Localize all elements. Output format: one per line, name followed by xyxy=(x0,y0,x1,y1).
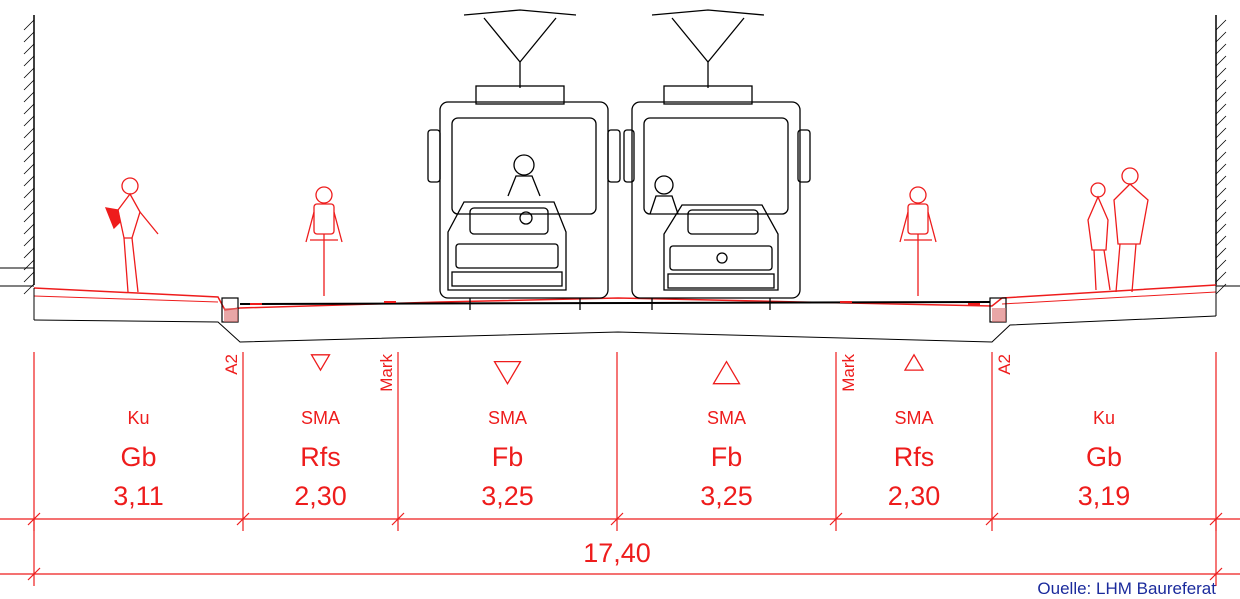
wall-hatch-left xyxy=(23,211,35,223)
building-wall-icon xyxy=(1215,15,1227,295)
arrow-up-icon xyxy=(712,360,741,385)
wall-hatch-left xyxy=(23,139,35,151)
wall-hatch-left xyxy=(23,127,35,139)
total-width: 17,40 xyxy=(583,538,651,568)
segment-lane: Rfs xyxy=(300,442,341,472)
wall-hatch-left xyxy=(23,31,35,43)
wall-hatch-left xyxy=(23,91,35,103)
wall-hatch-right xyxy=(1215,55,1227,67)
wall-hatch-right xyxy=(1215,211,1227,223)
segment-lane: Gb xyxy=(120,442,156,472)
wall-hatch-left xyxy=(23,19,35,31)
wall-hatch-left xyxy=(23,163,35,175)
segment-surface: SMA xyxy=(301,408,340,428)
cyclist-icon xyxy=(305,186,343,296)
wall-hatch-right xyxy=(1215,259,1227,271)
segment-surface: Ku xyxy=(127,408,149,428)
wall-hatch-left xyxy=(23,247,35,259)
segment-width: 3,25 xyxy=(481,481,534,511)
wall-hatch-right xyxy=(1215,199,1227,211)
cyclist-icon xyxy=(899,186,937,296)
segment-mark: A2 xyxy=(995,354,1014,375)
tram-icon xyxy=(427,9,621,310)
segment-width: 2,30 xyxy=(294,481,347,511)
wall-hatch-left xyxy=(23,43,35,55)
building-wall-icon xyxy=(23,15,35,295)
segment-width: 3,11 xyxy=(113,481,164,511)
wall-hatch-right xyxy=(1215,187,1227,199)
wall-hatch-right xyxy=(1215,19,1227,31)
wall-hatch-right xyxy=(1215,247,1227,259)
wall-hatch-right xyxy=(1215,103,1227,115)
wall-hatch-right xyxy=(1215,67,1227,79)
road-profile xyxy=(33,284,1217,343)
wall-hatch-left xyxy=(23,271,35,283)
wall-hatch-left xyxy=(23,235,35,247)
wall-hatch-left xyxy=(23,151,35,163)
wall-hatch-left xyxy=(23,175,35,187)
pedestrian-icon xyxy=(104,177,159,293)
wall-hatch-right xyxy=(1215,79,1227,91)
wall-hatch-right xyxy=(1215,127,1227,139)
wall-hatch-right xyxy=(1215,163,1227,175)
arrow-down-icon xyxy=(493,360,522,385)
segment-lane: Fb xyxy=(711,442,743,472)
segment-surface: Ku xyxy=(1093,408,1115,428)
wall-hatch-left xyxy=(23,187,35,199)
segment-lane: Gb xyxy=(1086,442,1122,472)
wall-hatch-left xyxy=(23,79,35,91)
segment-mark: Mark xyxy=(377,354,396,392)
wall-hatch-left xyxy=(23,199,35,211)
segment-lane: Rfs xyxy=(894,442,935,472)
wall-hatch-right xyxy=(1215,235,1227,247)
wall-hatch-left xyxy=(23,67,35,79)
wall-hatch-right xyxy=(1215,151,1227,163)
segment-mark: A2 xyxy=(222,354,241,375)
segment-width: 2,30 xyxy=(888,481,941,511)
segment-surface: SMA xyxy=(488,408,527,428)
wall-hatch-right xyxy=(1215,139,1227,151)
wall-hatch-right xyxy=(1215,31,1227,43)
wall-hatch-right xyxy=(1215,43,1227,55)
wall-hatch-left xyxy=(23,55,35,67)
dimension-tick xyxy=(27,567,41,581)
segment-width: 3,19 xyxy=(1078,481,1131,511)
wall-hatch-right xyxy=(1215,271,1227,283)
wall-hatch-left xyxy=(23,223,35,235)
segment-width: 3,25 xyxy=(700,481,753,511)
wall-hatch-right xyxy=(1215,115,1227,127)
segment-surface: SMA xyxy=(707,408,746,428)
segment-surface: SMA xyxy=(894,408,933,428)
car-icon xyxy=(447,201,567,291)
arrow-down-icon xyxy=(310,354,331,372)
wall-hatch-right xyxy=(1215,223,1227,235)
wall-hatch-left xyxy=(23,115,35,127)
wall-hatch-right xyxy=(1215,91,1227,103)
wall-hatch-left xyxy=(23,103,35,115)
segment-lane: Fb xyxy=(492,442,524,472)
arrow-up-icon xyxy=(903,353,925,371)
car-icon xyxy=(663,204,779,291)
tram-icon xyxy=(623,9,811,310)
image-credit: Quelle: LHM Baureferat xyxy=(1037,579,1216,594)
dimension-tick xyxy=(1209,567,1223,581)
pedestrian-pair-icon xyxy=(1087,167,1149,293)
wall-hatch-right xyxy=(1215,175,1227,187)
segment-mark: Mark xyxy=(839,354,858,392)
